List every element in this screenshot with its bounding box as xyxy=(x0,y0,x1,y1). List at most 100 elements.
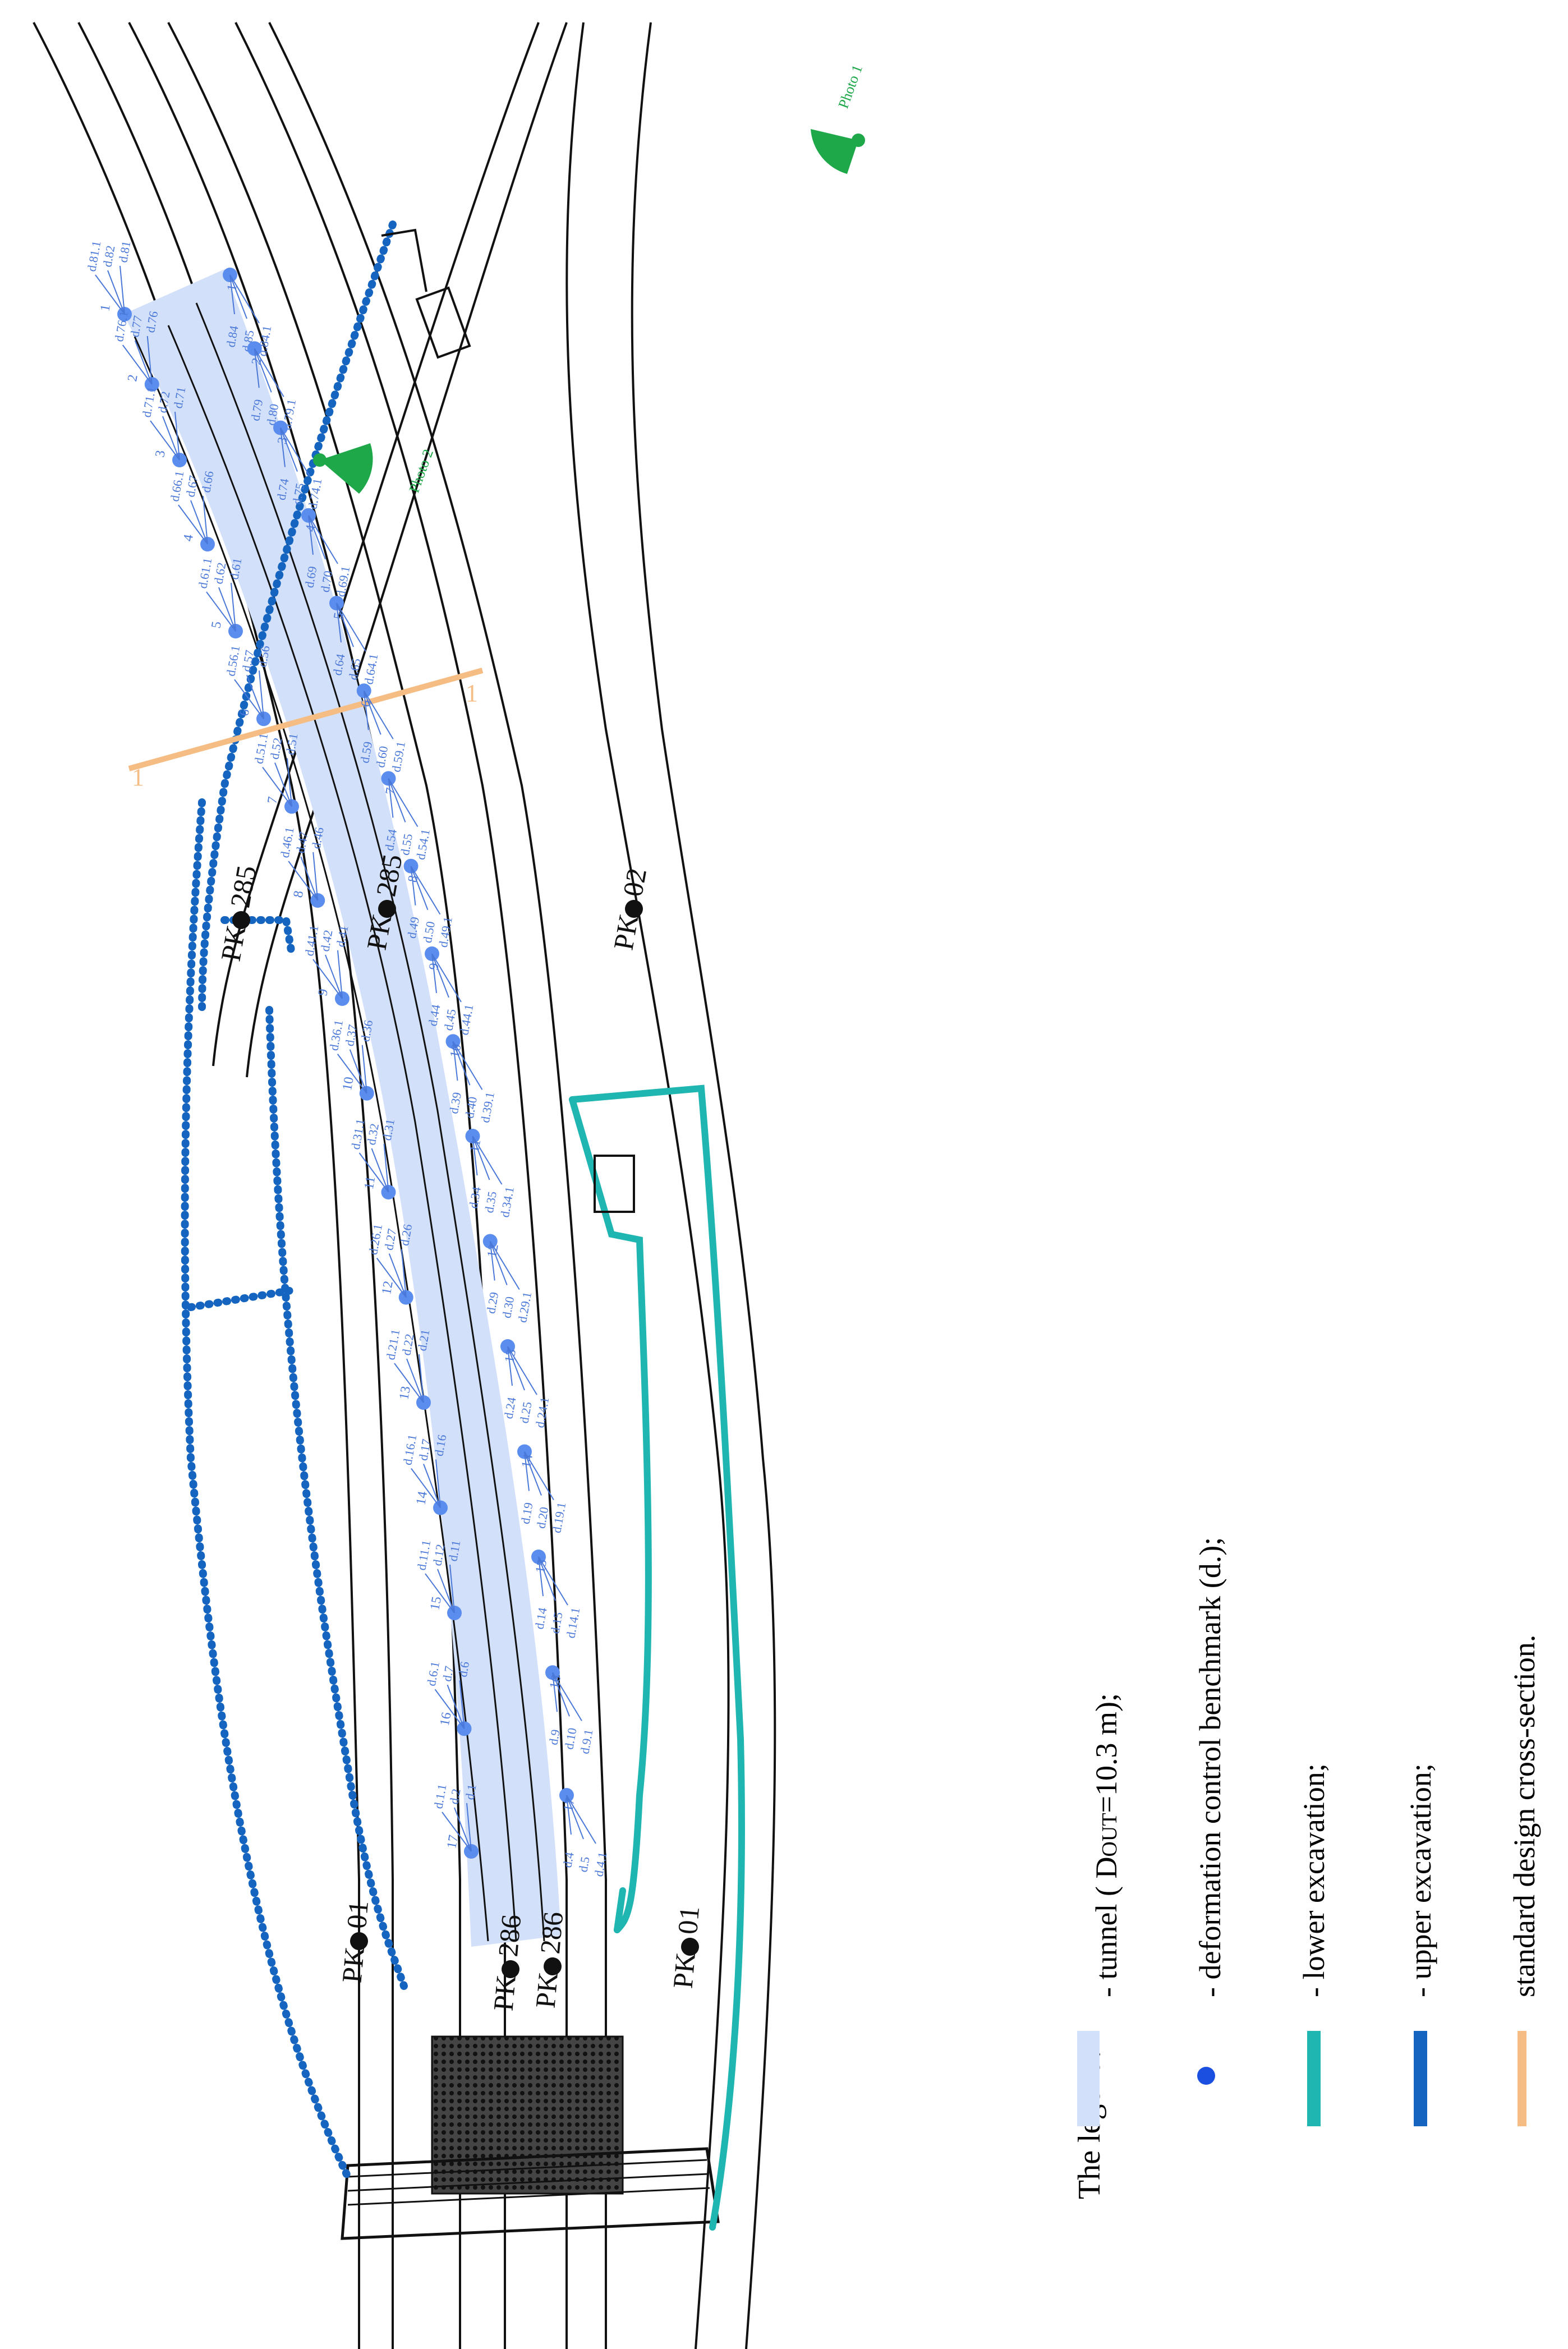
legend-item-section: standard design cross-section. xyxy=(1507,1635,1541,1997)
benchmark-label: d.12 xyxy=(430,1543,447,1567)
svg-text:286: 286 xyxy=(534,1910,569,1955)
benchmark-leader xyxy=(361,1045,367,1093)
benchmark-group: 15d.14d.15d.14.1 xyxy=(531,1550,582,1639)
benchmark-label: d.4.1 xyxy=(591,1851,609,1878)
section-number: 12 xyxy=(379,1280,396,1295)
benchmark-label: d.14 xyxy=(532,1607,549,1630)
photo-2-icon xyxy=(320,443,373,494)
benchmark-leader xyxy=(246,674,264,719)
benchmark-leader xyxy=(552,1672,570,1717)
svg-text:PK: PK xyxy=(488,1974,522,2012)
benchmark-leader xyxy=(459,1680,465,1729)
benchmark-label: d.15 xyxy=(548,1611,565,1635)
benchmark-leader xyxy=(538,1556,568,1606)
benchmark-leader xyxy=(308,515,326,560)
benchmark-leader xyxy=(452,1041,458,1081)
benchmark-label: d.19 xyxy=(518,1501,535,1525)
benchmark-leader xyxy=(107,270,125,315)
benchmark-group: 7d.51.1d.52d.51 xyxy=(251,732,301,814)
structure-box-lower xyxy=(594,1155,635,1213)
benchmark-label: d.1 xyxy=(462,1783,479,1800)
upper-excavation xyxy=(181,220,408,2181)
benchmark-leader xyxy=(287,758,292,807)
benchmark-label: d.60 xyxy=(373,745,390,769)
benchmark-leader xyxy=(524,1451,530,1491)
legend-swatch-section xyxy=(1518,2031,1526,2126)
benchmark-leader xyxy=(358,1152,389,1193)
svg-text:PK: PK xyxy=(361,912,398,953)
benchmark-label: d.14.1 xyxy=(563,1606,582,1639)
benchmark-leader xyxy=(472,1136,478,1176)
benchmark-leader xyxy=(566,1795,572,1835)
photo-2-marker: Photo 2 xyxy=(313,443,436,495)
benchmark-label: d.40 xyxy=(462,1096,480,1119)
benchmark-leader xyxy=(122,344,153,385)
section-number: 5 xyxy=(209,620,224,629)
benchmark-label: d.66.1 xyxy=(167,470,186,503)
benchmark-label: d.59.1 xyxy=(389,741,408,774)
benchmark-group: 5d.64d.65d.64.1 xyxy=(329,596,380,686)
benchmark-label: d.30 xyxy=(499,1295,517,1319)
benchmark-group: 12d.26.1d.27d.26 xyxy=(366,1223,415,1305)
benchmark-group: 9d.41.1d.42d.41 xyxy=(302,924,351,1006)
benchmark-label: d.56.1 xyxy=(223,645,242,678)
structures xyxy=(381,228,635,1213)
tunnel-portal xyxy=(341,2035,720,2240)
benchmark-leader xyxy=(231,582,236,632)
benchmark-label: d.64.1 xyxy=(361,652,380,686)
benchmark-leader xyxy=(489,1240,520,1290)
benchmark-leader xyxy=(401,1249,407,1298)
benchmark-group: 8d.46.1d.47d.46 xyxy=(278,826,327,908)
benchmark-leader xyxy=(410,866,416,905)
benchmark-leader xyxy=(472,1136,503,1185)
benchmark-leader xyxy=(150,420,180,461)
benchmark-label: d.4 xyxy=(560,1851,576,1868)
benchmark-leader xyxy=(507,1346,513,1386)
benchmark-leader xyxy=(552,1672,558,1712)
benchmark-leader xyxy=(325,954,343,999)
section-number: 7 xyxy=(265,796,281,805)
benchmark-group: 14d.19d.20d.19.1 xyxy=(517,1444,568,1534)
benchmark-leader xyxy=(388,778,406,822)
benchmark-leader xyxy=(162,416,180,461)
benchmark-leader xyxy=(218,587,236,632)
benchmark-group: 6d.56.1d.57d.56 xyxy=(223,645,273,727)
cross-section-line xyxy=(128,668,484,771)
svg-text:PK: PK xyxy=(667,1951,701,1990)
legend-swatch-lower xyxy=(1307,2031,1321,2126)
benchmark-leader xyxy=(538,1556,544,1597)
benchmark-label: d.19.1 xyxy=(549,1501,568,1534)
benchmark-label: d.65 xyxy=(346,658,363,681)
pk01-right: PK 01 xyxy=(667,1905,706,1989)
benchmark-label: d.29 xyxy=(484,1291,501,1314)
legend-swatch-benchmark xyxy=(1197,2067,1215,2085)
benchmark-leader xyxy=(524,1451,542,1496)
benchmark-label: d.70 xyxy=(318,569,335,593)
benchmark-leader xyxy=(419,1354,424,1403)
benchmark-label: d.36.1 xyxy=(327,1019,346,1052)
benchmark-leader xyxy=(507,1346,537,1395)
benchmark-leader xyxy=(280,427,286,467)
benchmark-group: 12d.29d.30d.29.1 xyxy=(482,1234,534,1324)
benchmark-label: d.25 xyxy=(517,1401,534,1424)
station-symbol xyxy=(625,900,643,918)
benchmark-group: 11d.31.1d.32d.31 xyxy=(348,1118,397,1199)
benchmark-leader xyxy=(203,495,208,545)
benchmark-leader xyxy=(229,274,247,319)
benchmark-label: d.47 xyxy=(293,831,311,854)
svg-text:01: 01 xyxy=(672,1905,705,1936)
benchmark-label: d.5 xyxy=(576,1855,592,1873)
benchmark-leader xyxy=(363,691,369,730)
pk02: PK 02 xyxy=(608,866,653,952)
benchmark-label: d.42 xyxy=(318,929,335,953)
benchmark-leader xyxy=(435,1459,441,1508)
benchmark-leader xyxy=(349,1049,367,1094)
section-number: 9 xyxy=(315,988,331,997)
benchmark-leader xyxy=(363,690,381,735)
benchmark-label: d.29.1 xyxy=(515,1291,534,1324)
benchmark-label: d.55 xyxy=(398,833,415,856)
benchmark-leader xyxy=(229,274,260,324)
legend-swatch-upper xyxy=(1414,2031,1427,2126)
benchmark-leader xyxy=(134,340,153,385)
benchmark-label: d.41.1 xyxy=(302,924,321,957)
